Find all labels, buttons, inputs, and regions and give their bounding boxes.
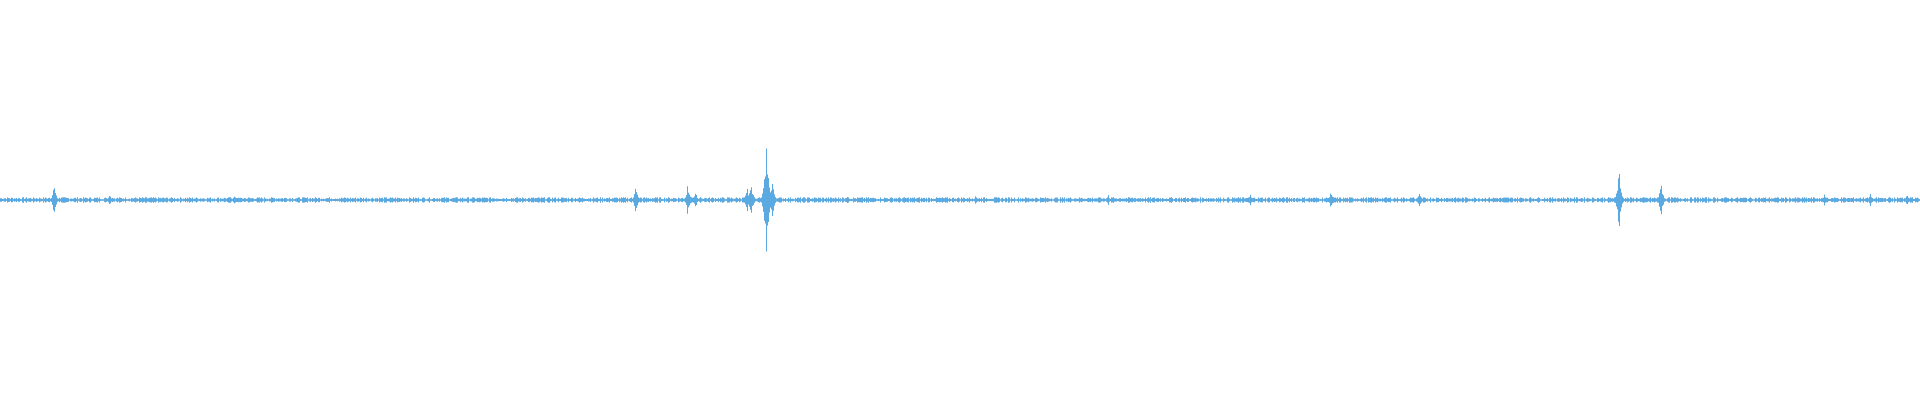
waveform-samples xyxy=(0,148,1920,252)
